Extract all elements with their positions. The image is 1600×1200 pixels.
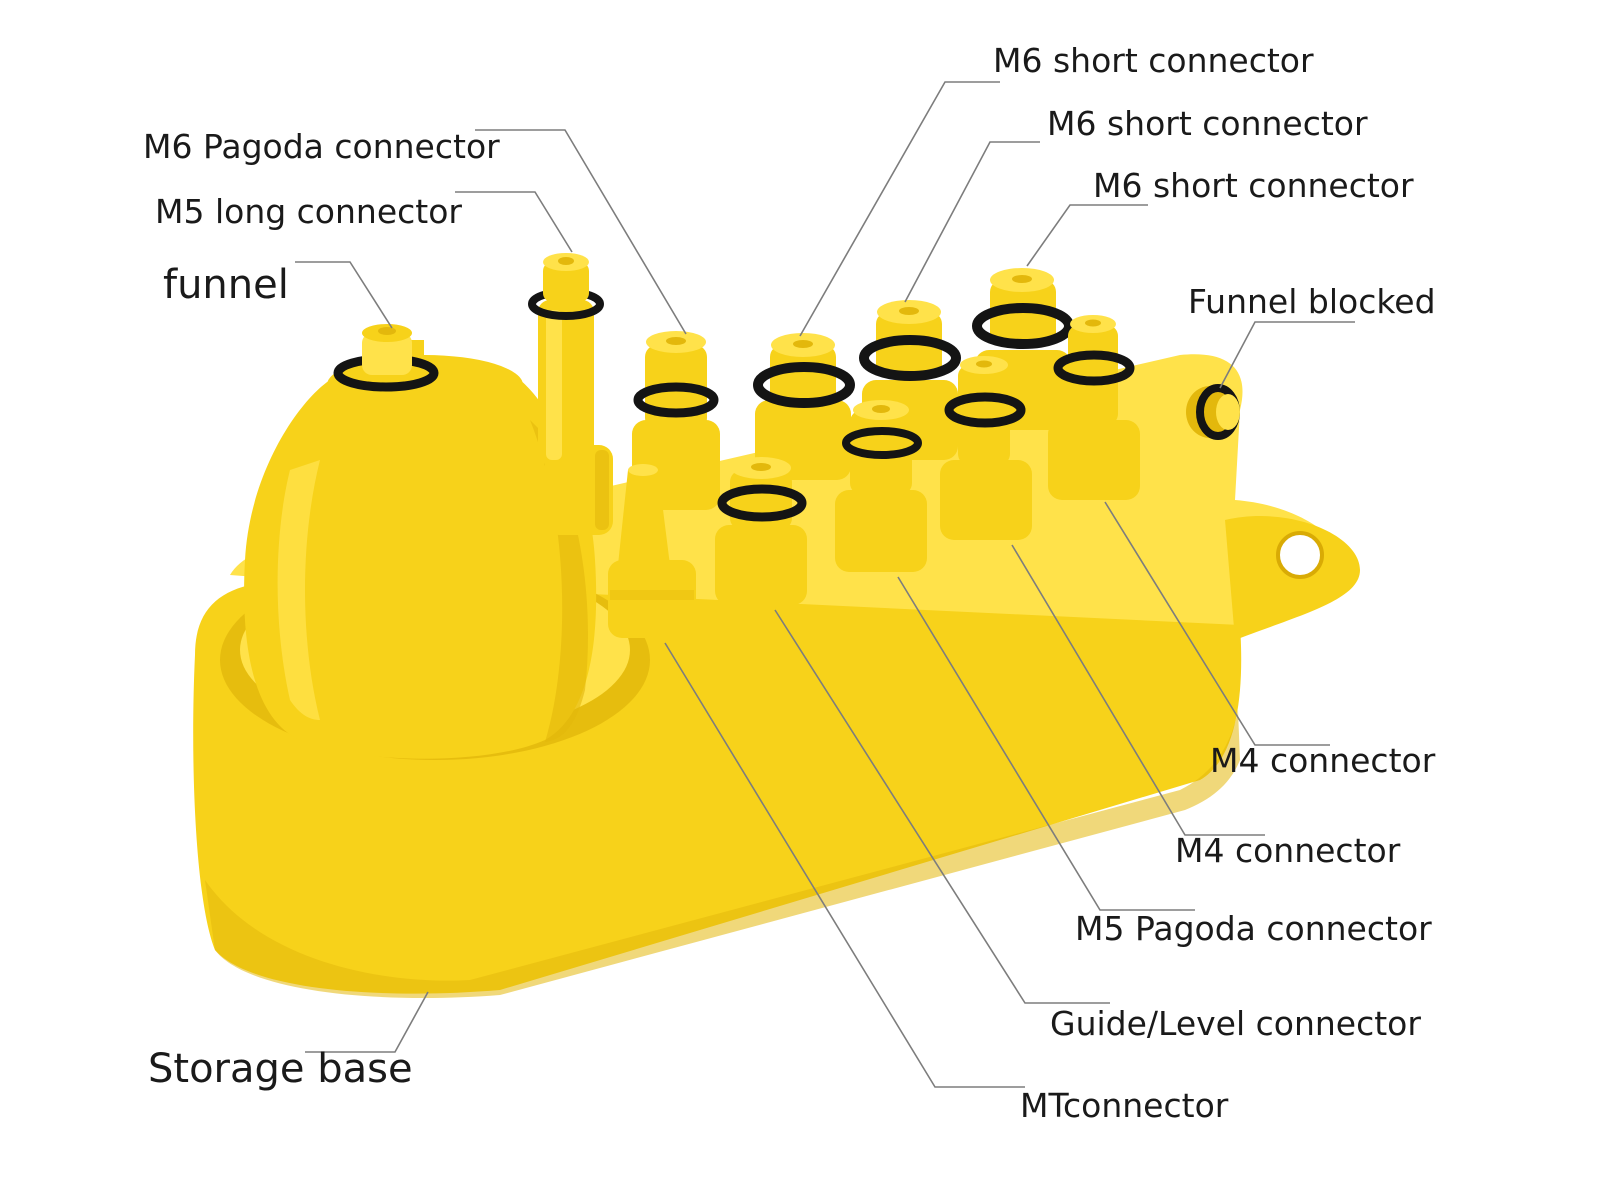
label-funnel-blocked: Funnel blocked — [1188, 282, 1436, 321]
leader-mt — [664, 642, 1025, 1088]
hanger-tab — [1225, 516, 1360, 640]
leader-storage-base — [305, 991, 429, 1053]
hanger-hole — [1276, 531, 1324, 579]
label-funnel: funnel — [163, 262, 289, 308]
label-m4-connector-2: M4 connector — [1175, 831, 1401, 870]
leader-m5-long — [455, 191, 573, 253]
leader-m5-pagoda — [897, 576, 1195, 911]
leader-guide-level — [774, 609, 1110, 1004]
leader-lines — [295, 81, 1355, 1088]
leader-m6-short-3 — [1026, 204, 1148, 267]
m4-connector-2-part — [1048, 315, 1140, 500]
funnel-blocked-part — [1186, 384, 1240, 440]
funnel-part — [244, 324, 597, 759]
label-mt-connector: MTconnector — [1020, 1086, 1229, 1125]
label-m5-pagoda-connector: M5 Pagoda connector — [1075, 909, 1432, 948]
label-guide-level-connector: Guide/Level connector — [1050, 1004, 1421, 1043]
leader-m6-short-2 — [904, 141, 1040, 303]
leader-m6-pagoda — [475, 129, 687, 335]
label-m6-short-connector-3: M6 short connector — [1093, 166, 1414, 205]
label-storage-base: Storage base — [148, 1046, 413, 1092]
m5-long-connector-part — [528, 253, 613, 535]
label-m6-short-connector-1: M6 short connector — [993, 41, 1314, 80]
leader-m4-2 — [1011, 544, 1265, 836]
label-m4-connector-1: M4 connector — [1210, 741, 1436, 780]
m4-connector-1-part — [940, 356, 1032, 540]
label-m5-long-connector: M5 long connector — [155, 192, 462, 231]
labels: funnel M5 long connector M6 Pagoda conne… — [143, 41, 1436, 1125]
m5-pagoda-connector-part — [835, 400, 927, 572]
leader-funnel — [295, 261, 393, 329]
guide-level-connector-part — [715, 457, 807, 605]
leader-m4-1 — [1104, 501, 1330, 746]
leader-funnel-blocked — [1219, 321, 1355, 389]
leader-m6-short-1 — [799, 81, 1000, 337]
label-m6-pagoda-connector: M6 Pagoda connector — [143, 127, 500, 166]
label-m6-short-connector-2: M6 short connector — [1047, 104, 1368, 143]
mt-connector-part — [608, 464, 696, 638]
